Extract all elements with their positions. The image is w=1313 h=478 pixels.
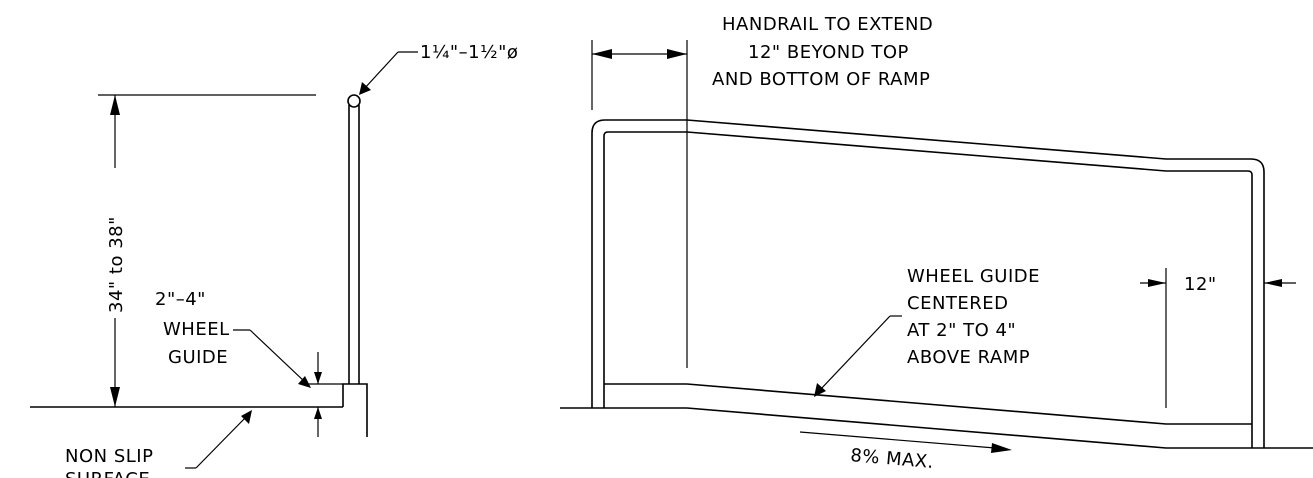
slope-arrowhead (991, 443, 1012, 453)
ramp-elevation: HANDRAIL TO EXTEND 12" BEYOND TOP AND BO… (560, 14, 1313, 473)
surface-label-line2: SURFACE (65, 469, 150, 478)
handrail-outer (591, 119, 1265, 448)
wheel-guide-leader-arrow (298, 376, 311, 388)
side-section: 1¼"–1½"ø 34" to 38" 2"–4" WHEEL GUIDE NO… (30, 42, 518, 478)
extend-label-line1: HANDRAIL TO EXTEND (722, 14, 933, 35)
surface-label-line1: NON SLIP (65, 446, 153, 467)
extend-label-line3: AND BOTTOM OF RAMP (712, 69, 930, 90)
wheel-guide-word2: GUIDE (168, 347, 228, 368)
handrail-inner (603, 131, 1253, 448)
height-arrow-top (110, 95, 120, 115)
bottom-extension-arrow-right (1264, 279, 1282, 287)
guide-leader-diag (819, 315, 891, 391)
slope-arrow-line (799, 431, 996, 449)
guide-note-line4: ABOVE RAMP (907, 347, 1030, 368)
bottom-extension-label: 12" (1184, 274, 1217, 295)
top-extension-arrow-left (592, 49, 612, 59)
guide-note-line3: AT 2" TO 4" (907, 320, 1016, 341)
diameter-arrowhead (359, 82, 371, 95)
rail-height-label: 34" to 38" (106, 216, 127, 313)
rail-diameter-label: 1¼"–1½"ø (420, 42, 518, 63)
surface-leader-arrow (241, 410, 252, 424)
height-arrow-bottom (110, 387, 120, 407)
wheel-guide-word1: WHEEL (163, 319, 230, 340)
guide-note-line1: WHEEL GUIDE (907, 266, 1040, 287)
guide-note-line2: CENTERED (907, 293, 1009, 314)
curb-block (342, 383, 368, 437)
bottom-extension-arrow-left (1148, 279, 1166, 287)
rail-section-circle (347, 94, 361, 108)
extend-label-line2: 12" BEYOND TOP (748, 42, 909, 63)
wheel-guide-height-label: 2"–4" (155, 289, 206, 310)
surface-leader-diag (195, 415, 248, 469)
wheel-guide-leader-diag (249, 329, 306, 383)
slope-label: 8% MAX. (850, 445, 935, 473)
diameter-leader-diag (363, 51, 399, 90)
top-extension-arrow-right (667, 49, 687, 59)
ramp-surface (686, 407, 1167, 449)
guide-leader-arrow (814, 383, 826, 397)
curb-dim-arrow-top (314, 372, 322, 384)
wheel-guide-slope (686, 383, 1167, 425)
curb-dim-arrow-bottom (314, 407, 322, 419)
